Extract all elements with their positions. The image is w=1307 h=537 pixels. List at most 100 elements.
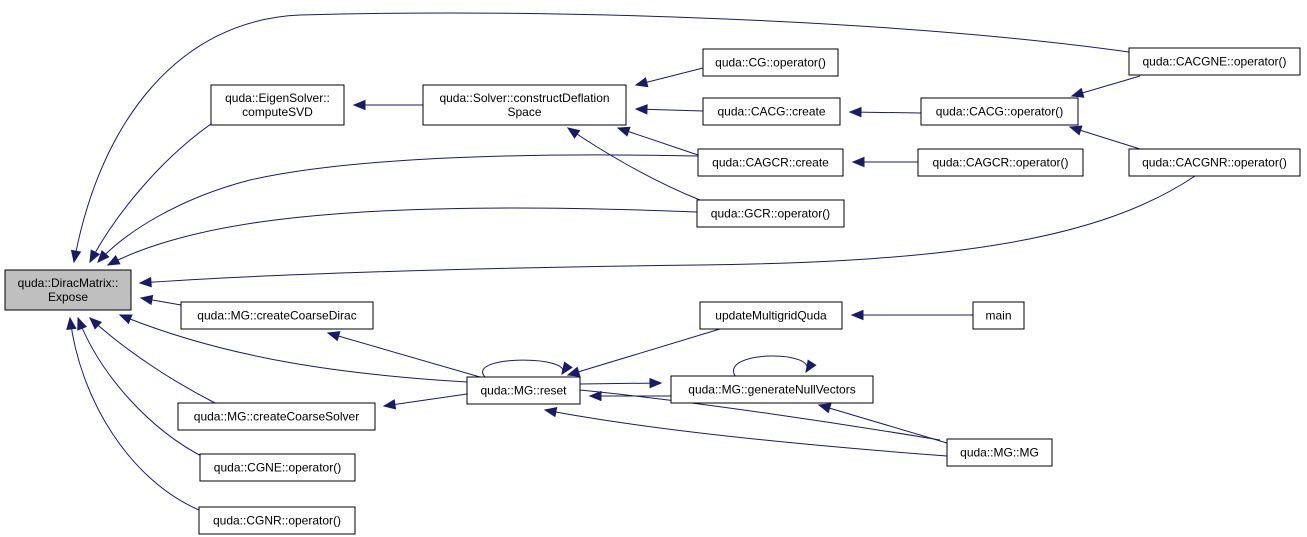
node-mg_createCoarseDirac[interactable]: quda::MG::createCoarseDirac: [180, 301, 374, 330]
edge-line: [69, 317, 200, 511]
edge-constructDeflationSpace-to-computeSVD: [352, 99, 423, 111]
node-mg_reset[interactable]: quda::MG::reset: [466, 376, 581, 405]
node-box: [210, 84, 345, 126]
node-box: [180, 301, 374, 330]
edge-computeSVD-to-expose: [89, 123, 212, 264]
node-box: [946, 438, 1053, 467]
edge-line: [139, 175, 1196, 284]
node-cacg_op[interactable]: quda::CACG::operator(): [920, 97, 1079, 126]
node-label: quda::CAGCR::operator(): [932, 156, 1068, 170]
arrowhead-icon: [352, 99, 366, 111]
edge-mg_createCoarseSolver-to-expose: [89, 317, 216, 404]
nodes-layer: quda::DiracMatrix::Expose quda::EigenSolv…: [4, 47, 1301, 535]
node-label: Expose: [48, 290, 88, 304]
edge-line: [77, 317, 206, 459]
node-label: quda::MG::createCoarseSolver: [194, 410, 359, 424]
arrowhead-icon: [649, 377, 663, 389]
node-label: quda::CACG::create: [717, 105, 825, 119]
node-mg_mg[interactable]: quda::MG::MG: [946, 438, 1053, 467]
node-cacgne_op[interactable]: quda::CACGNE::operator(): [1128, 47, 1301, 76]
arrowhead-icon: [634, 104, 648, 115]
node-cagcr_create[interactable]: quda::CAGCR::create: [697, 148, 844, 177]
edge-cacgnr_op-to-cacg_op: [1068, 125, 1141, 150]
edge-cagcr_create-to-expose: [97, 154, 699, 263]
edge-line: [849, 111, 922, 114]
arrowhead-icon: [138, 276, 152, 288]
node-cg_op[interactable]: quda::CG::operator(): [702, 48, 839, 77]
node-cgne_op[interactable]: quda::CGNE::operator(): [199, 453, 356, 482]
node-cacg_create[interactable]: quda::CACG::create: [702, 97, 841, 126]
node-mg_generateNullVectors[interactable]: quda::MG::generateNullVectors: [670, 375, 874, 404]
edge-line: [567, 127, 701, 201]
node-label: quda::GCR::operator(): [711, 207, 830, 221]
node-cagcr_op[interactable]: quda::CAGCR::operator(): [917, 148, 1084, 177]
node-label: quda::CACG::operator(): [936, 105, 1063, 119]
node-expose[interactable]: quda::DiracMatrix::Expose: [4, 269, 132, 311]
arrowhead-icon: [616, 126, 631, 137]
node-label: computeSVD: [242, 105, 313, 119]
edge-line: [617, 127, 699, 156]
edge-line: [544, 409, 948, 457]
node-mg_createCoarseSolver[interactable]: quda::MG::createCoarseSolver: [177, 402, 376, 431]
arrowhead-icon: [326, 331, 341, 342]
node-label: quda::CACGNE::operator(): [1142, 55, 1286, 69]
node-gcr_op[interactable]: quda::GCR::operator(): [696, 199, 845, 228]
edge-cgne_op-to-expose: [77, 316, 206, 459]
edge-line: [1069, 126, 1141, 150]
edge-cacgnr_op-to-expose: [138, 175, 1196, 288]
arrowhead-icon: [566, 127, 581, 139]
arrowhead-icon: [817, 403, 832, 414]
node-box: [699, 301, 843, 330]
node-box: [198, 506, 356, 535]
edge-cacg_create-to-constructDeflationSpace: [634, 104, 704, 115]
node-computeSVD[interactable]: quda::EigenSolver::computeSVD: [210, 84, 345, 126]
edge-line: [1071, 75, 1141, 97]
node-box: [697, 148, 844, 177]
edge-main-to-updateMultigridQuda: [850, 309, 973, 321]
edge-line: [579, 382, 662, 385]
node-updateMultigridQuda[interactable]: updateMultigridQuda: [699, 301, 843, 330]
edge-mg_generateNullVectors-to-mg_reset: [588, 390, 671, 402]
edge-cacgne_op-to-expose: [70, 12, 1130, 264]
arrowhead-icon: [97, 249, 110, 263]
node-label: quda::CGNR::operator(): [213, 514, 341, 528]
edge-line: [89, 317, 216, 404]
edge-line: [97, 154, 699, 263]
node-box: [199, 453, 356, 482]
node-label: quda::MG::createCoarseDirac: [197, 309, 356, 323]
edge-mg_mg-to-mg_generateNullVectors: [817, 403, 948, 444]
edge-cagcr_op-to-cagcr_create: [851, 156, 918, 168]
edge-line: [567, 328, 721, 376]
arrowhead-icon: [89, 249, 101, 264]
node-label: main: [985, 309, 1011, 323]
edges-layer: [66, 12, 1196, 511]
edge-cg_op-to-constructDeflationSpace: [634, 67, 704, 88]
node-label: quda::Solver::constructDeflation: [439, 91, 609, 105]
edge-line: [482, 359, 564, 378]
arrowhead-icon: [118, 314, 133, 325]
node-label: quda::MG::reset: [480, 384, 567, 398]
node-box: [920, 97, 1079, 126]
edge-mg_mg-to-mg_reset: [543, 406, 948, 457]
arrowhead-icon: [106, 254, 121, 266]
node-label: quda::MG::MG: [960, 446, 1039, 460]
arrowhead-icon: [566, 366, 581, 377]
node-box: [702, 48, 839, 77]
edge-mg_reset-to-mg_createCoarseDirac: [326, 331, 481, 378]
edge-line: [119, 314, 468, 383]
arrowhead-icon: [848, 106, 862, 118]
arrowhead-icon: [382, 399, 397, 410]
node-main[interactable]: main: [972, 301, 1025, 330]
node-cgnr_op[interactable]: quda::CGNR::operator(): [198, 506, 356, 535]
node-label: quda::EigenSolver::: [225, 91, 330, 105]
arrowhead-icon: [1068, 125, 1083, 136]
edge-line: [327, 332, 481, 378]
node-box: [670, 375, 874, 404]
edge-mg_reset-to-mg_reset: [482, 359, 573, 378]
node-box: [466, 376, 581, 405]
arrowhead-icon: [139, 294, 154, 306]
node-label: quda::MG::generateNullVectors: [688, 383, 855, 397]
node-cacgnr_op[interactable]: quda::CACGNR::operator(): [1128, 148, 1301, 177]
node-label: quda::CAGCR::create: [712, 156, 829, 170]
